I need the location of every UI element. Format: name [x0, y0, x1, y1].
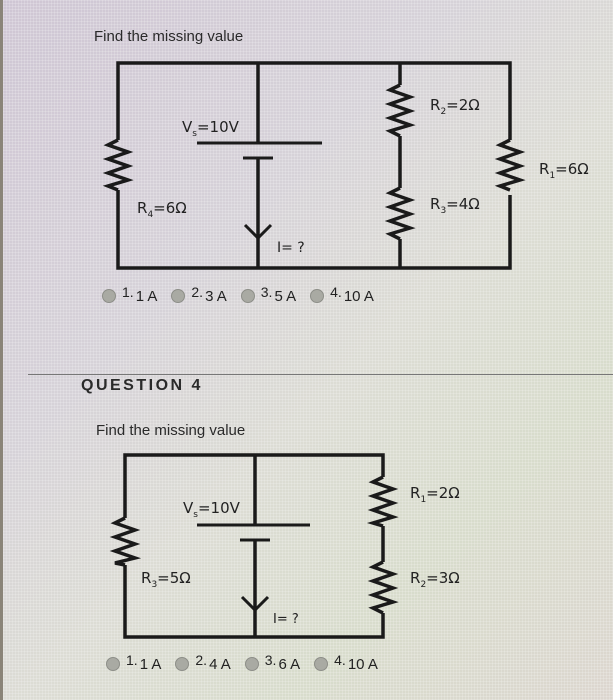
radio-button[interactable]	[244, 657, 259, 671]
q4-options: 1.1 A 2.4 A 3.6 A 4.10 A	[106, 652, 392, 673]
q3-r3-label: R3=4Ω	[430, 195, 480, 216]
q4-option-1[interactable]: 1.1 A	[106, 652, 161, 673]
q4-r3-label: R3=5Ω	[141, 569, 191, 590]
q3-option-3[interactable]: 3.5 A	[240, 284, 296, 305]
q4-prompt: Find the missing value	[96, 422, 246, 439]
q4-option-4[interactable]: 4.10 A	[314, 652, 378, 673]
q3-wire-outer	[116, 61, 512, 140]
q4-vs-label: Vs=10V	[183, 499, 241, 520]
q3-resistor-r1	[494, 138, 526, 192]
q4-resistor-r1	[366, 475, 399, 528]
q3-vs-label: Vs=10V	[182, 118, 240, 139]
q3-option-2[interactable]: 2.3 A	[171, 284, 227, 305]
q3-options: 1.1 A 2.3 A 3.5 A 4.10 A	[102, 284, 388, 305]
q3-current-label: I= ?	[277, 240, 305, 256]
radio-button[interactable]	[106, 657, 120, 671]
radio-button[interactable]	[310, 289, 325, 303]
q4-current-arrow	[240, 595, 270, 613]
radio-button[interactable]	[175, 657, 190, 671]
q4-heading: QUESTION 4	[81, 377, 203, 394]
q4-current-label: I= ?	[273, 612, 299, 627]
q4-resistor-r2	[367, 560, 399, 615]
radio-button[interactable]	[314, 657, 329, 671]
q3-resistor-r2	[384, 83, 416, 138]
q4-r2-label: R2=3Ω	[410, 569, 460, 590]
q4-option-3[interactable]: 3.6 A	[244, 652, 300, 673]
q3-r2-label: R2=2Ω	[430, 96, 480, 117]
q3-r1-label: R1=6Ω	[539, 160, 589, 181]
q3-current-arrow	[243, 223, 273, 241]
radio-button[interactable]	[171, 289, 186, 303]
q3-resistor-r4	[102, 138, 134, 192]
q4-r1-label: R1=2Ω	[410, 484, 460, 505]
radio-button[interactable]	[240, 289, 255, 303]
q4-resistor-r3	[109, 516, 142, 567]
q3-prompt: Find the missing value	[94, 28, 244, 45]
radio-button[interactable]	[102, 289, 116, 303]
q3-wire-bottom	[116, 190, 512, 270]
q3-option-1[interactable]: 1.1 A	[102, 284, 157, 305]
section-divider	[28, 374, 613, 375]
window-edge	[0, 0, 3, 700]
q4-option-2[interactable]: 2.4 A	[175, 652, 231, 673]
q3-r4-label: R4=6Ω	[137, 199, 187, 220]
q3-option-4[interactable]: 4.10 A	[310, 284, 374, 305]
q3-resistor-r3	[384, 186, 416, 241]
